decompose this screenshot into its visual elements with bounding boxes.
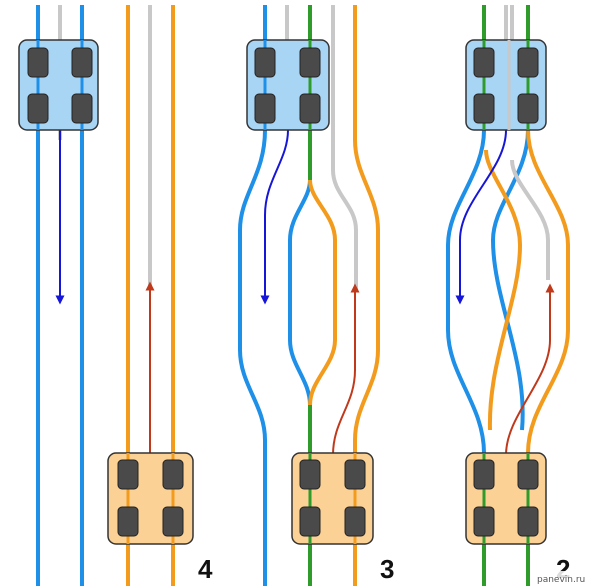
blue-tram-car <box>18 39 99 131</box>
watermark: panevin.ru <box>537 575 585 585</box>
grey-rail <box>510 159 550 280</box>
wheel-icon <box>299 459 321 490</box>
wheel-icon <box>254 93 276 124</box>
wheel-icon <box>473 506 495 537</box>
blue-rail-left <box>238 5 267 586</box>
watermark-bg <box>532 571 600 586</box>
wheel-icon <box>254 47 276 78</box>
orange-rail-right <box>353 5 380 586</box>
wheel-icon <box>27 93 49 124</box>
down-direction-arrow <box>455 129 507 305</box>
blue-tram-car <box>246 39 330 131</box>
orange-rail-crossing <box>484 149 523 431</box>
wheel-icon <box>473 93 495 124</box>
wheel-icon <box>299 93 321 124</box>
wheel-icon <box>117 459 139 490</box>
wheel-icon <box>473 459 495 490</box>
panel-number: 3 <box>380 554 394 584</box>
wheel-icon <box>27 47 49 78</box>
wheel-icon <box>517 93 539 124</box>
up-direction-arrow <box>505 283 555 456</box>
wheel-icon <box>344 459 366 490</box>
orange-rail-inner <box>308 179 337 406</box>
blue-tram-car <box>465 39 547 131</box>
wheel-icon <box>299 506 321 537</box>
wheel-icon <box>162 459 184 490</box>
orange-tram-car <box>107 452 194 545</box>
blue-rail-left <box>446 129 486 454</box>
orange-tram-car <box>291 452 374 545</box>
blue-rail-crossing <box>490 129 530 431</box>
blue-rail-inner <box>288 179 312 406</box>
wheel-icon <box>517 506 539 537</box>
wheel-icon <box>117 506 139 537</box>
wheel-icon <box>299 47 321 78</box>
panel-number: 4 <box>198 554 213 584</box>
wheel-icon <box>71 93 93 124</box>
wheel-icon <box>162 506 184 537</box>
panel-2: 2 <box>446 5 570 586</box>
wheel-icon <box>473 47 495 78</box>
grey-rail <box>331 5 358 290</box>
panel-4: 4 <box>18 5 213 586</box>
wheel-icon <box>517 459 539 490</box>
wheel-icon <box>71 47 93 78</box>
panel-3: 3 <box>238 5 394 586</box>
orange-rail-right <box>526 129 570 454</box>
down-direction-arrow <box>260 129 289 305</box>
orange-tram-car <box>465 452 547 545</box>
wheel-icon <box>517 47 539 78</box>
up-direction-arrow <box>332 283 360 456</box>
wheel-icon <box>344 506 366 537</box>
